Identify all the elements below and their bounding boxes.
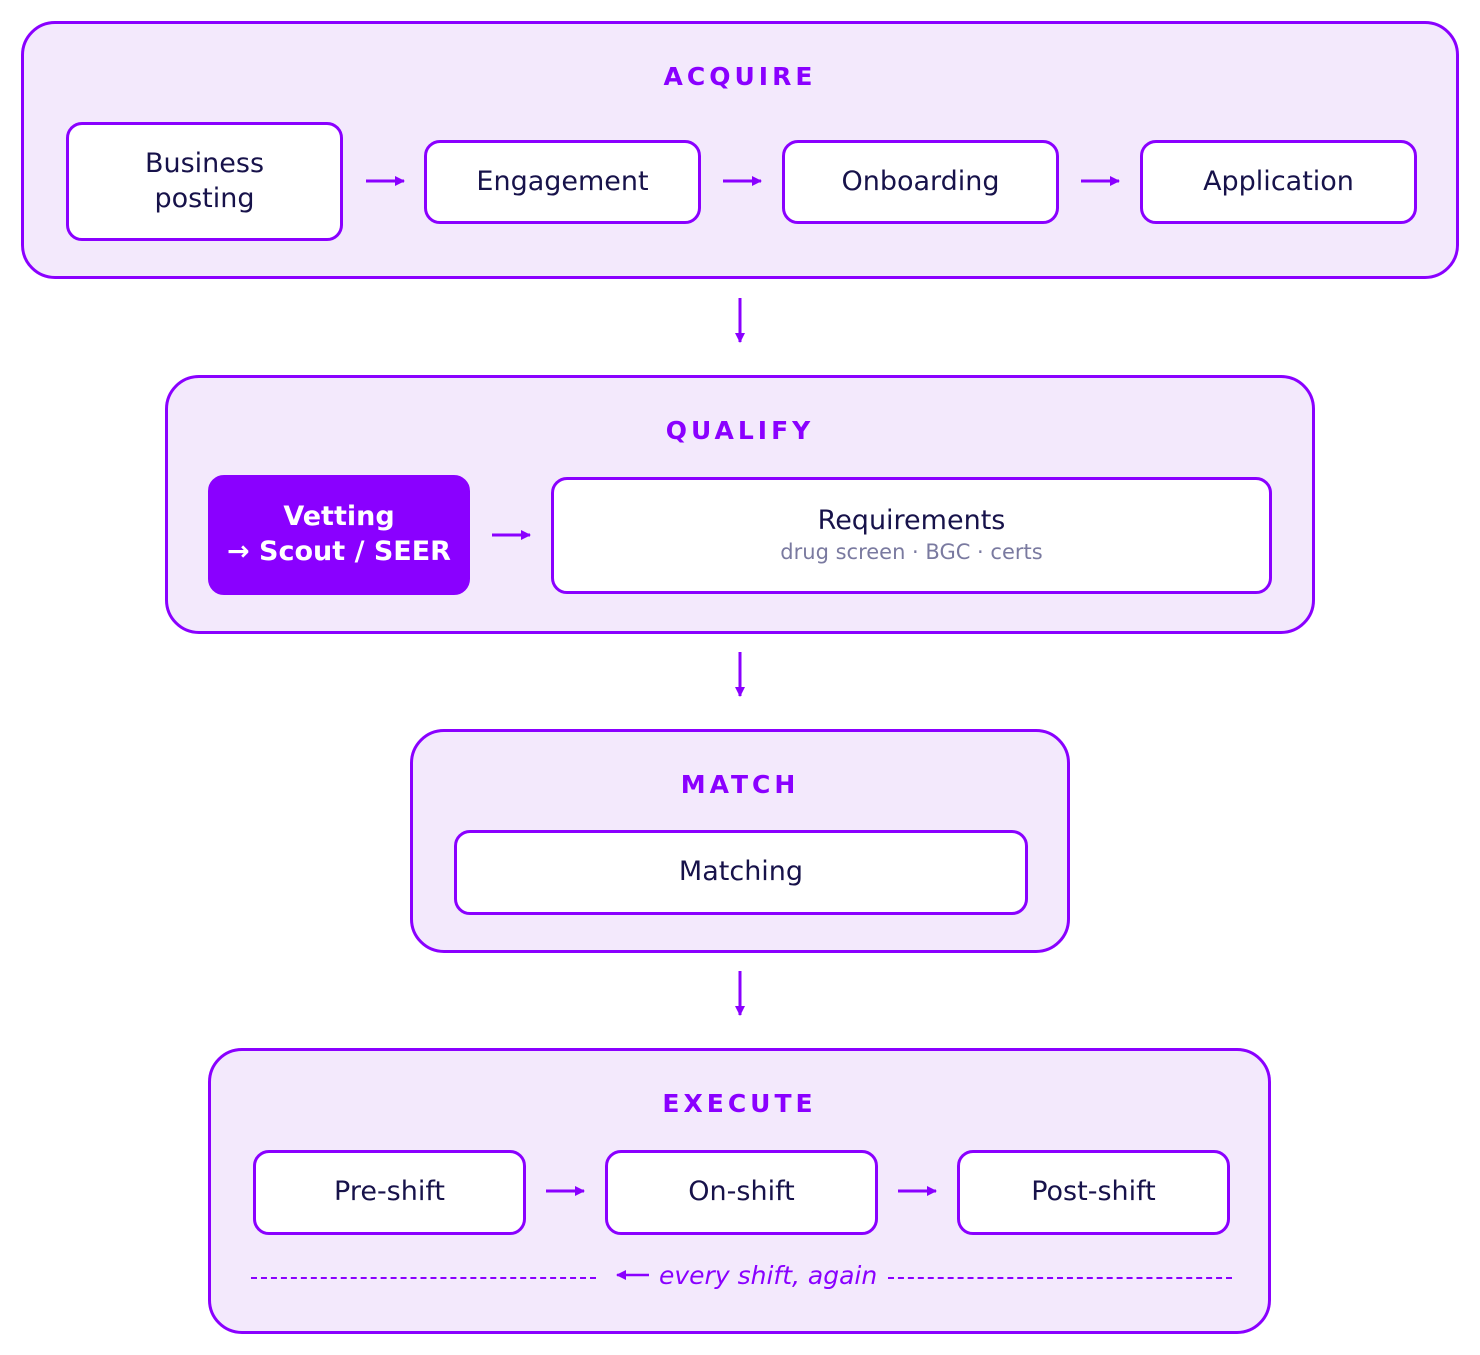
node-requirements[interactable]: Requirements drug screen · BGC · certs <box>551 477 1272 594</box>
node-on-shift[interactable]: On-shift <box>605 1150 878 1235</box>
stage-title-acquire: ACQUIRE <box>663 62 817 91</box>
node-label: On-shift <box>688 1176 795 1208</box>
arrow-right-icon <box>366 176 405 186</box>
stage-title-match: MATCH <box>680 770 800 799</box>
stage-title-qualify: QUALIFY <box>665 416 815 445</box>
loop-label: every shift, again <box>659 1261 878 1290</box>
arrow-right-icon <box>723 176 762 186</box>
arrow-right-icon <box>492 530 531 540</box>
node-label: Post-shift <box>1031 1176 1156 1208</box>
node-post-shift[interactable]: Post-shift <box>957 1150 1230 1235</box>
loop-dashed-line-left <box>251 1277 596 1279</box>
node-matching[interactable]: Matching <box>454 830 1028 915</box>
node-label: Pre-shift <box>334 1176 445 1208</box>
stage-acquire: ACQUIRE Business posting Engagement Onbo… <box>21 21 1459 279</box>
arrow-down-icon <box>735 652 745 697</box>
node-label: Onboarding <box>841 165 1000 197</box>
node-label: Application <box>1203 165 1354 197</box>
stage-title-execute: EXECUTE <box>662 1089 817 1118</box>
node-label: Matching <box>678 856 804 888</box>
node-label-line1: Business <box>144 147 265 179</box>
node-label: Requirements <box>817 504 1006 536</box>
node-label-line1: Vetting <box>283 501 395 533</box>
node-sublabel: drug screen · BGC · certs <box>780 540 1043 565</box>
node-vetting[interactable]: Vetting → Scout / SEER <box>208 475 470 595</box>
node-label-line2: → Scout / SEER <box>227 536 451 567</box>
arrow-down-icon <box>735 298 745 343</box>
arrow-left-icon <box>616 1270 649 1280</box>
arrow-right-icon <box>898 1186 937 1196</box>
node-pre-shift[interactable]: Pre-shift <box>253 1150 526 1235</box>
stage-execute: EXECUTE Pre-shift On-shift Post-shift ev… <box>208 1048 1271 1334</box>
node-engagement[interactable]: Engagement <box>424 140 701 224</box>
node-application[interactable]: Application <box>1140 140 1417 224</box>
node-business-posting[interactable]: Business posting <box>66 122 343 241</box>
loop-dashed-line-right <box>888 1277 1232 1279</box>
node-label: Engagement <box>476 165 649 197</box>
node-label-line2: posting <box>154 182 255 214</box>
node-onboarding[interactable]: Onboarding <box>782 140 1059 224</box>
arrow-right-icon <box>546 1186 585 1196</box>
stage-qualify: QUALIFY Vetting → Scout / SEER Requireme… <box>165 375 1315 634</box>
arrow-down-icon <box>735 971 745 1016</box>
arrow-right-icon <box>1081 176 1120 186</box>
stage-match: MATCH Matching <box>410 729 1070 953</box>
